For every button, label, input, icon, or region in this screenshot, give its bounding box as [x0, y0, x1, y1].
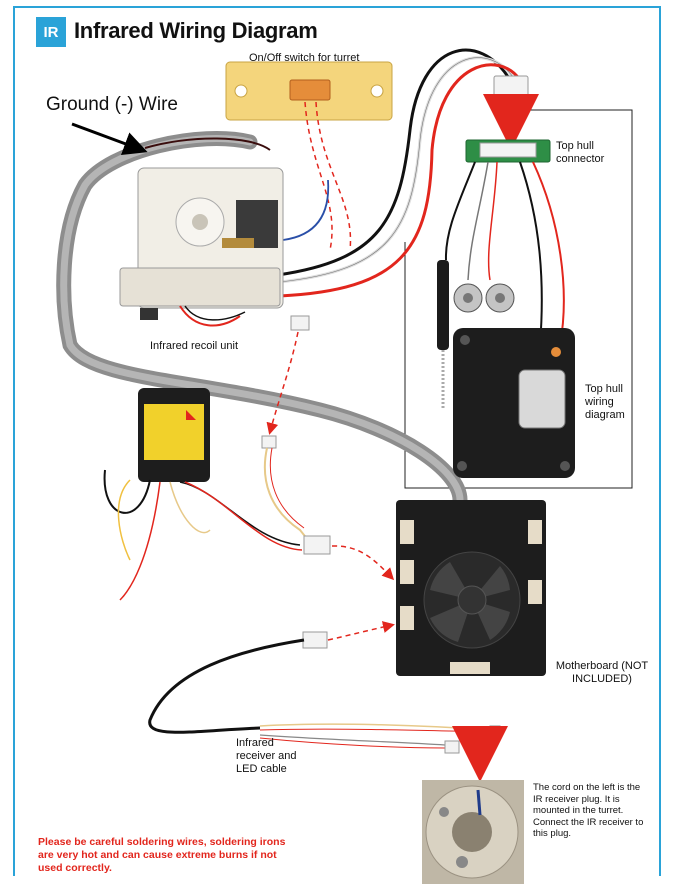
recoil-unit-label: Infrared recoil unit: [150, 340, 239, 352]
black-wire: [277, 48, 512, 277]
recoil-dashed-link: [266, 331, 299, 435]
module-to-motherboard: [331, 545, 395, 581]
safety-warning: Please be careful soldering wires, solde…: [38, 836, 286, 874]
red-wire: [279, 63, 522, 298]
ir-module: [138, 388, 210, 482]
motherboard-label: Motherboard (NOT INCLUDED): [555, 660, 649, 685]
top-hull-connector: [465, 139, 551, 163]
top-hull-gearbox: [453, 328, 575, 478]
switch-wire-dashed-b: [315, 101, 352, 251]
top-hull-connector-label: Top hull connector: [556, 140, 605, 165]
cable-to-motherboard: [327, 621, 395, 641]
blue-wire: [282, 179, 330, 241]
switch-label: On/Off switch for turret: [249, 52, 360, 64]
motherboard: [396, 500, 546, 676]
top-hull-wiring-label: Top hull wiring diagram: [585, 383, 625, 421]
arrow-to-receiver: [452, 726, 508, 782]
recoil-unit: [119, 167, 284, 327]
recoil-plug: [290, 315, 310, 331]
ir-cable-label: Infrared receiver and LED cable: [236, 737, 297, 775]
receiver-photo: [422, 780, 524, 884]
top-hull-inset-frame: [404, 109, 633, 489]
on-off-switch: [225, 61, 393, 121]
ir-cable-plug: [302, 631, 328, 649]
ir-cable-black: [148, 638, 305, 734]
receiver-note: The cord on the left is the IR receiver …: [533, 782, 644, 839]
switch-wire-dashed-a: [304, 101, 333, 251]
ground-arrow: [71, 122, 148, 155]
diagram-frame: [13, 6, 661, 876]
ground-wire-label: Ground (-) Wire: [46, 94, 178, 115]
page-title: Infrared Wiring Diagram: [74, 18, 318, 43]
ir-emitter-rod: [437, 260, 449, 350]
section-badge: IR: [36, 17, 66, 47]
top-plug: [493, 75, 529, 99]
